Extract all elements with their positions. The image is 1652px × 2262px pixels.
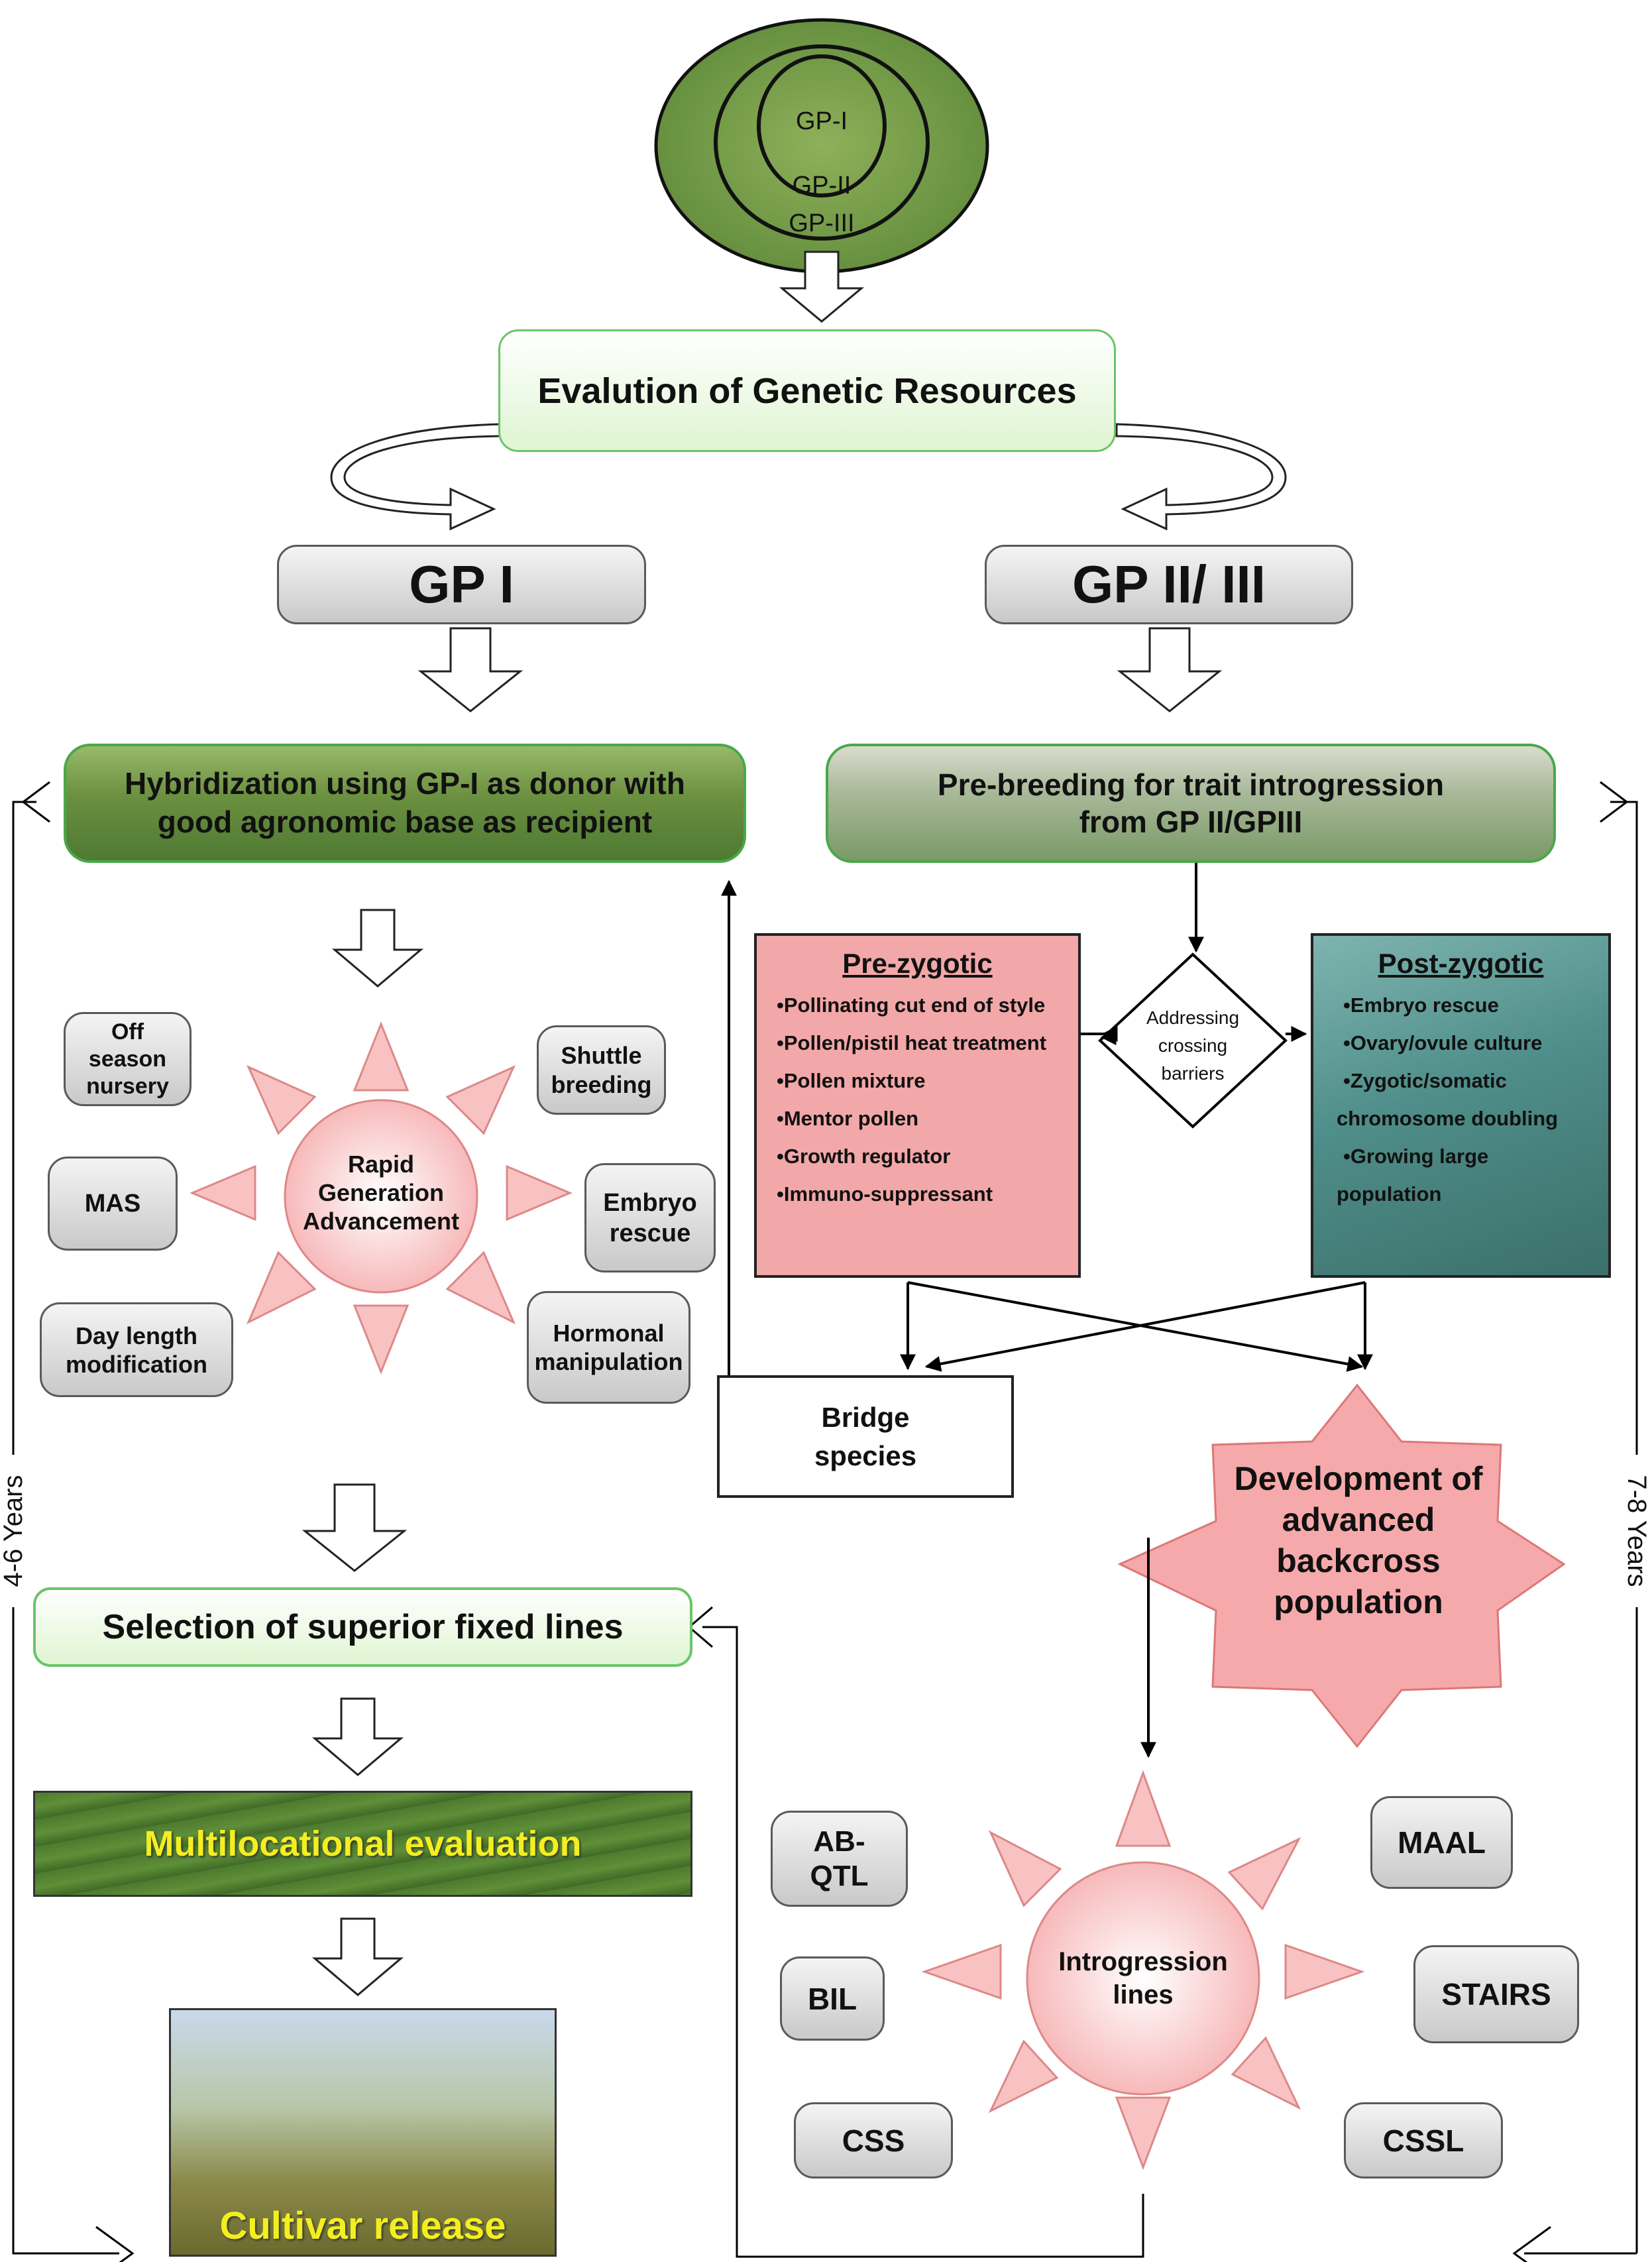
pre-zygotic-title: Pre-zygotic — [842, 948, 993, 979]
list-item: Immuno-suppressant — [777, 1175, 1078, 1213]
list-item-text: Ovary/ovule culture — [1350, 1031, 1543, 1054]
crossing-barriers-label: Addressing crossing barriers — [1120, 1004, 1266, 1088]
embryo-rescue-box: Embryo rescue — [584, 1163, 716, 1272]
list-item: •Embryo rescue — [1343, 993, 1499, 1017]
bil-box: BIL — [780, 1956, 885, 2041]
gp-i-ring-label: GP-I — [795, 107, 848, 135]
list-item: Pollen mixture — [777, 1062, 1078, 1100]
backcross-line: population — [1274, 1583, 1443, 1620]
list-item-text: Embryo rescue — [1350, 993, 1499, 1017]
crossing-barriers-diamond — [1098, 952, 1288, 1129]
list-item: •Zygotic/somatic — [1343, 1069, 1507, 1092]
list-item: population — [1337, 1182, 1442, 1206]
prebreeding-line2: from GP II/GPIII — [1079, 805, 1303, 839]
timeline-right-label: 7-8 Years — [1620, 1455, 1652, 1607]
list-item: •Growing large — [1343, 1145, 1489, 1168]
hollow-down-arrows — [302, 251, 1223, 1996]
evaluation-box: Evalution of Genetic Resources — [498, 329, 1116, 452]
barrier-line: crossing — [1158, 1035, 1228, 1056]
ab-qtl-box: AB- QTL — [771, 1811, 908, 1907]
pre-zygotic-box: Pre-zygotic Pollinating cut end of style… — [754, 933, 1081, 1278]
backcross-line: Development of — [1234, 1460, 1483, 1497]
box-line: Shuttle — [561, 1041, 642, 1069]
maal-box: MAAL — [1370, 1796, 1513, 1889]
rapid-generation-label-line: Advancement — [302, 1208, 460, 1235]
list-item: •Ovary/ovule culture — [1343, 1031, 1543, 1054]
off-season-nursery-box: Off season nursery — [64, 1012, 192, 1106]
post-zygotic-list: •Embryo rescue •Ovary/ovule culture •Zyg… — [1337, 986, 1608, 1213]
bridge-species-box: Bridge species — [717, 1375, 1014, 1498]
introgression-line: lines — [1113, 1980, 1174, 2009]
box-line: season — [88, 1046, 167, 1072]
shuttle-breeding-box: Shuttle breeding — [537, 1025, 666, 1115]
mas-box: MAS — [48, 1157, 178, 1251]
timeline-left-label: 4-6 Years — [0, 1455, 30, 1607]
list-item: Mentor pollen — [777, 1100, 1078, 1137]
box-line: breeding — [551, 1070, 652, 1098]
box-line: modification — [66, 1350, 207, 1378]
curved-arrows — [330, 423, 1287, 531]
barrier-line: Addressing — [1146, 1007, 1240, 1028]
rapid-generation-label-line: Generation — [317, 1179, 445, 1206]
gp-iii-ring-label: GP-III — [789, 209, 855, 237]
hybridization-line1: Hybridization using GP-I as donor with — [125, 766, 685, 801]
rapid-generation-label: Rapid Generation Advancement — [285, 1150, 477, 1235]
backcross-population-star — [1117, 1383, 1566, 1748]
rapid-generation-sun — [190, 1021, 573, 1375]
backcross-line: advanced — [1282, 1501, 1435, 1538]
gp1-box: GP I — [277, 545, 646, 624]
box-line: QTL — [810, 1859, 869, 1892]
post-zygotic-box: Post-zygotic •Embryo rescue •Ovary/ovule… — [1311, 933, 1611, 1278]
gp23-box: GP II/ III — [985, 545, 1353, 624]
bridge-line: Bridge — [821, 1401, 910, 1433]
box-line: AB- — [813, 1825, 865, 1858]
hormonal-manipulation-box: Hormonal manipulation — [527, 1291, 690, 1404]
multilocational-evaluation-box: Multilocational evaluation — [33, 1791, 692, 1897]
post-zygotic-title: Post-zygotic — [1378, 948, 1544, 979]
introgression-sun — [921, 1770, 1365, 2171]
cssl-box: CSSL — [1344, 2102, 1503, 2178]
hybridization-line2: good agronomic base as recipient — [157, 805, 653, 839]
list-item-text: Growing large — [1350, 1145, 1489, 1168]
css-box: CSS — [794, 2102, 953, 2178]
box-line: Hormonal — [553, 1320, 665, 1347]
cultivar-release-label: Cultivar release — [219, 2204, 506, 2247]
introgression-line: Introgression — [1058, 1947, 1228, 1976]
box-line: nursery — [86, 1073, 169, 1099]
box-line: Day length — [75, 1322, 198, 1349]
box-line: Off — [111, 1019, 144, 1045]
list-item: Pollen/pistil heat treatment — [777, 1024, 1078, 1062]
prebreeding-box: Pre-breeding for trait introgression fro… — [826, 744, 1556, 863]
germplasm-pool-ellipse — [654, 18, 989, 274]
list-item: chromosome doubling — [1337, 1107, 1559, 1130]
prebreeding-line1: Pre-breeding for trait introgression — [937, 767, 1445, 802]
backcross-line: backcross — [1276, 1542, 1441, 1579]
backcross-population-label: Development of advanced backcross popula… — [1193, 1458, 1524, 1622]
box-line: rescue — [609, 1219, 691, 1247]
barrier-line: barriers — [1161, 1063, 1225, 1084]
box-line: manipulation — [534, 1348, 683, 1375]
list-item: Pollinating cut end of style — [777, 986, 1078, 1024]
bridge-line: species — [814, 1440, 917, 1471]
box-line: Embryo — [603, 1188, 697, 1217]
introgression-label: Introgression lines — [1037, 1945, 1249, 2011]
list-item-text: Zygotic/somatic — [1350, 1069, 1507, 1092]
list-item: Growth regulator — [777, 1137, 1078, 1175]
selection-box: Selection of superior fixed lines — [33, 1587, 692, 1667]
flow-arrows — [721, 862, 1373, 1758]
day-length-box: Day length modification — [40, 1302, 233, 1397]
gp-ii-ring-label: GP-II — [792, 171, 852, 199]
pre-zygotic-list: Pollinating cut end of style Pollen/pist… — [777, 986, 1078, 1213]
hybridization-box: Hybridization using GP-I as donor with g… — [64, 744, 746, 863]
stairs-box: STAIRS — [1413, 1945, 1579, 2043]
rapid-generation-label-line: Rapid — [347, 1151, 414, 1178]
cultivar-release-box: Cultivar release — [169, 2008, 557, 2257]
